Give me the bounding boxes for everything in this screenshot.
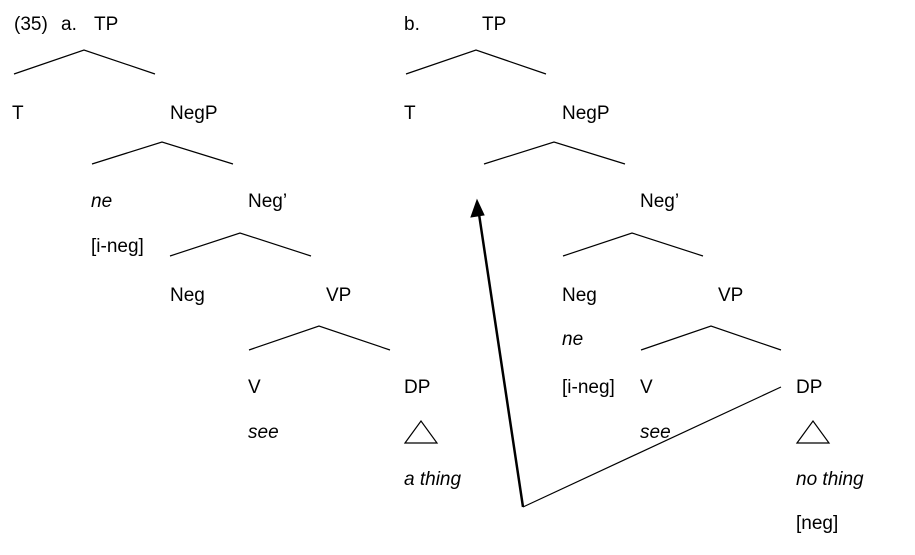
tree-b-vp-node: VP — [718, 285, 744, 306]
branch-b-negp — [483, 141, 626, 165]
tree-a-tp-node: TP — [94, 14, 119, 35]
tree-a-ne-word: ne — [91, 191, 113, 212]
branch-b-tp — [405, 49, 547, 75]
movement-arrowhead — [470, 198, 485, 218]
tree-a-ineg-feature: [i-neg] — [91, 236, 144, 257]
movement-arrow-shaft — [477, 213, 525, 508]
tree-a-letter: a. — [61, 14, 77, 35]
tree-b-neg-node: Neg — [562, 285, 597, 306]
tree-a-negbar-node: Neg’ — [248, 191, 288, 212]
branch-a-vp — [248, 325, 391, 351]
example-number: (35) — [14, 14, 48, 35]
tree-b-ne-word: ne — [562, 329, 584, 350]
tree-a-t-node: T — [12, 103, 24, 124]
tree-a-vp-node: VP — [326, 285, 352, 306]
tree-b-letter: b. — [404, 14, 420, 35]
tree-b-ineg-feature: [i-neg] — [562, 377, 615, 398]
tree-a-v-node: V — [248, 377, 261, 398]
branch-a-tp — [13, 49, 156, 75]
tree-b-dp-node: DP — [796, 377, 823, 398]
movement-line — [522, 386, 782, 508]
tree-b-negp-node: NegP — [562, 103, 610, 124]
tree-a-negp-node: NegP — [170, 103, 218, 124]
tree-b-verb-word: see — [640, 422, 671, 443]
tree-b-t-node: T — [404, 103, 416, 124]
triangle-b-dp — [795, 419, 831, 444]
branch-b-negbar — [562, 232, 704, 257]
branch-a-negbar — [169, 232, 312, 257]
tree-b-v-node: V — [640, 377, 653, 398]
branch-b-vp — [640, 325, 782, 351]
tree-a-object-phrase: a thing — [404, 469, 462, 490]
branch-a-negp — [91, 141, 234, 165]
triangle-a-dp — [403, 419, 439, 444]
tree-b-neg-feature: [neg] — [796, 513, 839, 534]
tree-a-verb-word: see — [248, 422, 279, 443]
tree-a-neg-node: Neg — [170, 285, 205, 306]
tree-b-object-phrase: no thing — [796, 469, 864, 490]
tree-b-tp-node: TP — [482, 14, 507, 35]
tree-b-negbar-node: Neg’ — [640, 191, 680, 212]
tree-a-dp-node: DP — [404, 377, 431, 398]
